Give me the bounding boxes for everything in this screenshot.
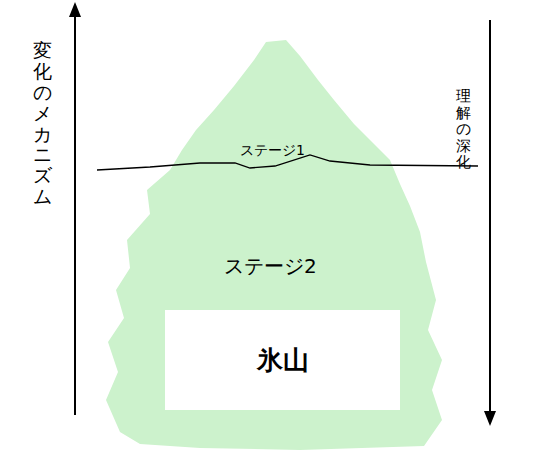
up-arrow-head <box>69 2 81 17</box>
axis-label: 理解の深化 <box>456 88 471 171</box>
title-box: 氷山 <box>165 310 400 410</box>
box-title: 氷山 <box>257 343 309 378</box>
iceberg-shape <box>106 40 442 450</box>
axis-label: 変化のメカニズム <box>33 40 52 207</box>
stage-label: ステージ2 <box>224 254 317 278</box>
down-arrow-head <box>484 411 496 426</box>
stage-label: ステージ1 <box>240 142 305 159</box>
up-arrow-shaft <box>74 14 76 415</box>
down-arrow-shaft <box>489 20 491 413</box>
